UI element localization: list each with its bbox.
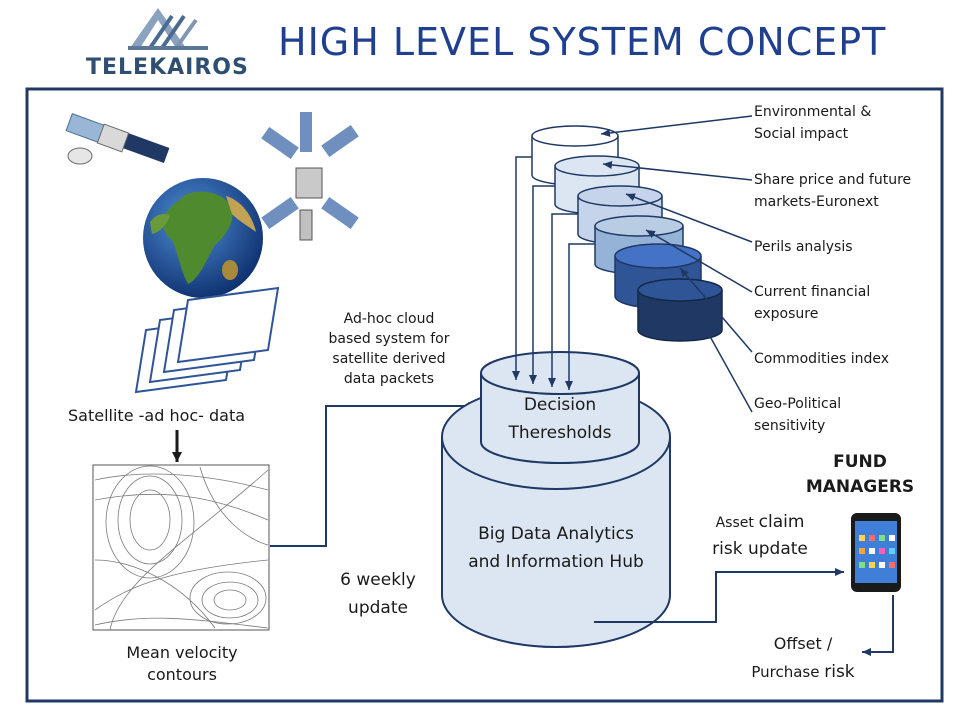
big-data-line2: and Information Hub xyxy=(468,552,644,572)
satellite-icon xyxy=(261,112,359,241)
source-label-perils: Perils analysis xyxy=(754,236,853,258)
arrow-fund-to-offset xyxy=(862,595,894,656)
source-label-line: exposure xyxy=(754,306,819,322)
source-label-line: Share price and future xyxy=(754,172,912,188)
asset-risk-update-label: Asset claim risk update xyxy=(700,509,820,562)
source-label-environmental: Environmental & Social impact xyxy=(754,101,871,145)
data-packets-icon xyxy=(134,286,280,394)
source-cylinder-geopolitical xyxy=(637,278,723,342)
fund-line1: FUND xyxy=(833,452,887,472)
source-label-financial: Current financial exposure xyxy=(754,281,870,325)
label-to-source-arrows xyxy=(600,115,753,413)
asset-line2: risk update xyxy=(712,539,808,559)
decision-thresholds-label: Decision Theresholds xyxy=(482,391,638,447)
velocity-contour-plot xyxy=(92,464,270,631)
satellite-icon xyxy=(65,113,170,165)
arrow-hub-to-fund-managers xyxy=(594,568,844,623)
fund-line2: MANAGERS xyxy=(805,477,915,497)
company-logo: TELEKAIROS xyxy=(86,55,249,80)
page-title: HIGH LEVEL SYSTEM CONCEPT xyxy=(278,20,887,64)
cloud-line4: data packets xyxy=(343,371,435,387)
weekly-update-label: 6 weekly update xyxy=(318,566,438,622)
cloud-line1: Ad-hoc cloud xyxy=(343,311,435,327)
logo-mark xyxy=(128,8,208,50)
decision-thresholds-cylinder xyxy=(480,351,640,464)
source-label-line: sensitivity xyxy=(754,418,826,434)
fund-managers-heading: FUND MANAGERS xyxy=(790,450,930,500)
big-data-hub-label: Big Data Analytics and Information Hub xyxy=(445,520,667,576)
smartphone-icon xyxy=(851,513,901,592)
cloud-line2: based system for xyxy=(328,331,450,347)
cloud-line3: satellite derived xyxy=(332,351,446,367)
asset-word: Asset xyxy=(715,515,754,531)
weekly-line1: 6 weekly xyxy=(340,570,416,590)
offset-line2: Purchase risk xyxy=(728,658,878,686)
source-to-decision-arrows xyxy=(512,156,595,390)
source-label-line: Perils analysis xyxy=(754,239,853,255)
source-label-share-price: Share price and future markets-Euronext xyxy=(754,169,911,213)
big-data-line1: Big Data Analytics xyxy=(478,524,634,544)
source-label-line: Environmental & xyxy=(754,104,872,120)
offset-purchase-risk-label: Offset / Purchase risk xyxy=(728,630,878,686)
asset-line1: Asset claim xyxy=(700,509,820,536)
source-label-line: Geo-Political xyxy=(754,396,842,412)
source-label-line: Commodities index xyxy=(754,351,889,367)
purchase-word: Purchase xyxy=(751,663,820,681)
source-label-line: Social impact xyxy=(754,126,849,142)
weekly-line2: update xyxy=(348,598,408,618)
contours-label-line2: contours xyxy=(147,665,217,684)
source-label-line: markets-Euronext xyxy=(754,194,879,210)
risk-word: risk xyxy=(824,662,855,682)
globe-icon xyxy=(143,178,263,298)
claim-word: claim xyxy=(758,512,805,532)
satellite-data-label: Satellite -ad hoc- data xyxy=(68,406,246,425)
decision-line1: Decision xyxy=(523,395,597,415)
offset-line1: Offset / xyxy=(773,634,833,653)
contours-label: Mean velocity contours xyxy=(96,642,268,686)
arrow-contours-to-hub xyxy=(270,402,477,547)
contours-label-line1: Mean velocity xyxy=(126,643,238,662)
cloud-system-label: Ad-hoc cloud based system for satellite … xyxy=(314,309,464,389)
source-label-geopolitical: Geo-Political sensitivity xyxy=(754,393,841,437)
source-label-commodities: Commodities index xyxy=(754,348,889,370)
decision-line2: Theresholds xyxy=(508,423,612,443)
diagram-frame xyxy=(25,87,944,703)
source-label-line: Current financial xyxy=(754,284,871,300)
